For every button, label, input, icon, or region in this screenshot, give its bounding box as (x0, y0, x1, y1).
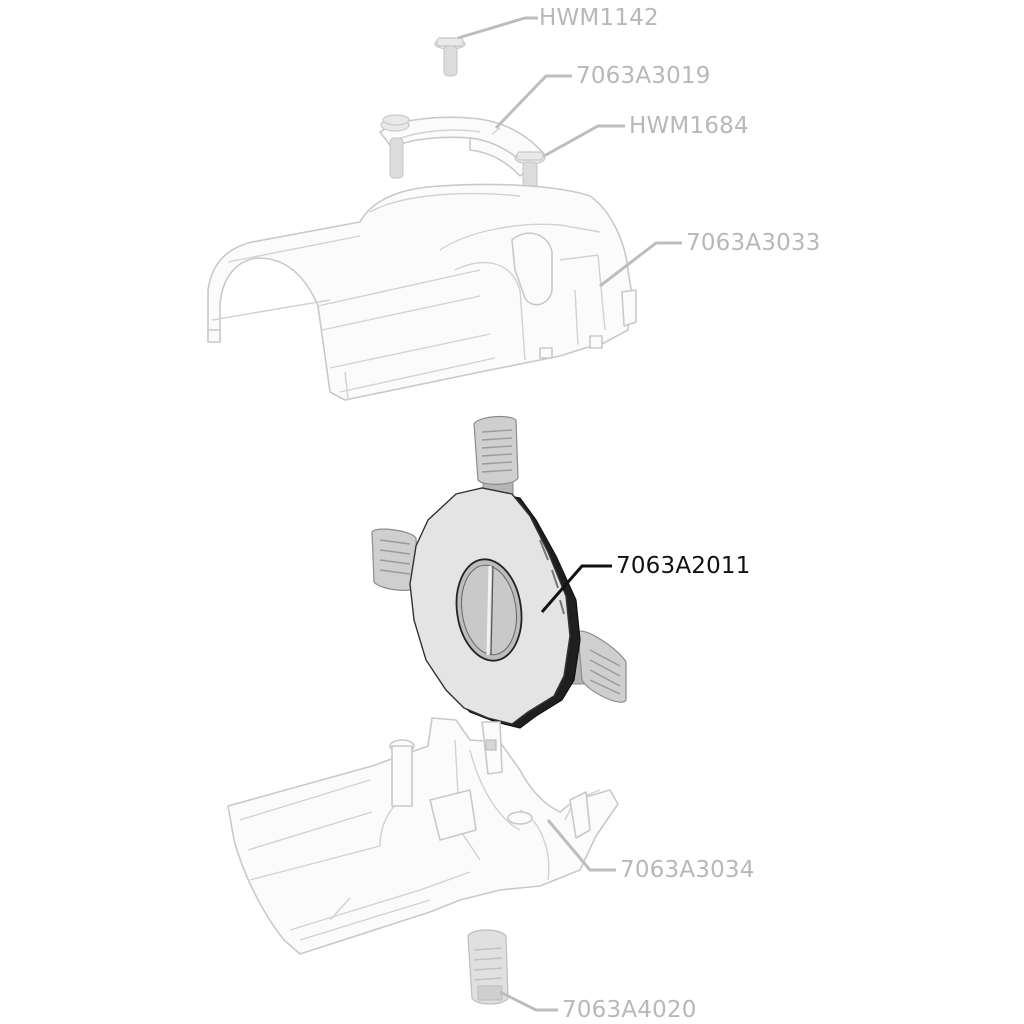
part-hwm1142[interactable] (434, 37, 466, 77)
leader-7063a3019 (494, 74, 572, 130)
part-hwm1684-screw-left[interactable] (382, 114, 410, 179)
label-7063a4020: 7063A4020 (562, 997, 697, 1023)
label-7063a2011: 7063A2011 (616, 553, 751, 579)
leader-7063a3033 (599, 241, 682, 288)
leader-7063a4020 (499, 990, 558, 1012)
key-top (473, 415, 519, 501)
label-7063a3019: 7063A3019 (576, 63, 711, 89)
part-7063a4020[interactable] (467, 929, 509, 1005)
label-7063a3033: 7063A3033 (686, 230, 821, 256)
leader-hwm1142 (457, 16, 538, 40)
part-7063a3034[interactable] (227, 717, 619, 955)
leader-7063a2011 (540, 564, 612, 613)
leader-lines (457, 16, 682, 1012)
leader-7063a3034 (546, 819, 616, 872)
leader-hwm1684 (543, 124, 625, 158)
part-labels: HWM1142 7063A3019 HWM1684 7063A3033 7063… (539, 5, 821, 1023)
part-7063a2011[interactable] (371, 415, 627, 729)
label-hwm1684: HWM1684 (629, 113, 749, 139)
label-hwm1142: HWM1142 (539, 5, 659, 31)
label-7063a3034: 7063A3034 (620, 857, 755, 883)
part-7063a3019[interactable] (379, 116, 546, 177)
part-7063a3033[interactable] (207, 183, 637, 401)
